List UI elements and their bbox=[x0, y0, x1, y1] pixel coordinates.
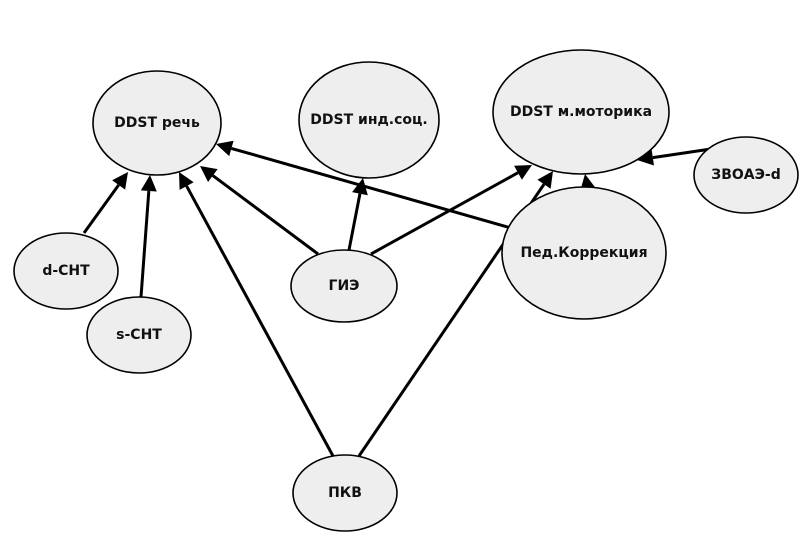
node-gie: ГИЭ bbox=[290, 249, 398, 323]
arrowhead-icon bbox=[514, 165, 532, 180]
node-ellipse bbox=[501, 186, 667, 320]
node-ellipse bbox=[492, 49, 670, 175]
arrowhead-icon bbox=[112, 172, 128, 190]
node-ellipse bbox=[290, 249, 398, 323]
node-label: ГИЭ bbox=[329, 278, 360, 294]
node-label: DDST речь bbox=[114, 115, 200, 131]
edge-gie-to-ddst_social bbox=[347, 178, 368, 251]
node-zvoae-d: ЗВОАЭ-d bbox=[693, 136, 799, 214]
edge-line bbox=[230, 146, 512, 230]
arrowhead-icon bbox=[200, 166, 218, 182]
node-label: ЗВОАЭ-d bbox=[711, 167, 780, 183]
node-ellipse bbox=[92, 70, 222, 176]
edge-line bbox=[370, 171, 519, 256]
node-ddst-social: DDST инд.соц. bbox=[298, 61, 440, 179]
edge-s_cht-to-ddst_speech bbox=[139, 175, 157, 298]
node-label: ПКВ bbox=[328, 485, 362, 501]
node-ellipse bbox=[693, 136, 799, 214]
node-ellipse bbox=[298, 61, 440, 179]
edge-zvoae_d-to-ddst_motor bbox=[637, 147, 712, 166]
node-ellipse bbox=[13, 232, 119, 310]
edge-line bbox=[211, 174, 319, 256]
nodes-layer: DDST речь DDST инд.соц. DDST м.моторикаЗВО… bbox=[13, 49, 799, 532]
node-ped-correction: Пед.Коррекция bbox=[501, 186, 667, 320]
edge-line bbox=[347, 193, 362, 251]
node-label: DDST м.моторика bbox=[510, 104, 652, 120]
arrowhead-icon bbox=[352, 178, 368, 196]
node-ddst-motor: DDST м.моторика bbox=[492, 49, 670, 175]
arrowhead-icon bbox=[637, 149, 655, 166]
node-d-cht: d-CHT bbox=[13, 232, 119, 310]
node-ellipse bbox=[86, 296, 192, 374]
edge-d_cht-to-ddst_speech bbox=[82, 172, 128, 234]
arrowhead-icon bbox=[140, 175, 157, 192]
arrowhead-icon bbox=[216, 140, 234, 157]
edge-pkv-to-ddst_speech bbox=[179, 172, 335, 457]
node-s-cht: s-CHT bbox=[86, 296, 192, 374]
node-label: DDST инд.соц. bbox=[310, 112, 427, 128]
node-label: Пед.Коррекция bbox=[520, 245, 647, 261]
node-label: s-CHT bbox=[116, 327, 162, 343]
node-label: d-CHT bbox=[42, 263, 90, 279]
node-pkv: ПКВ bbox=[292, 454, 398, 532]
edge-gie-to-ddst_speech bbox=[200, 166, 319, 256]
edge-gie-to-ddst_motor bbox=[370, 165, 532, 256]
edge-line bbox=[139, 190, 151, 298]
edge-line bbox=[82, 184, 120, 234]
edge-line bbox=[185, 185, 335, 457]
node-ellipse bbox=[292, 454, 398, 532]
edge-ped_correction-to-ddst_speech bbox=[216, 140, 512, 230]
edges-layer bbox=[82, 140, 712, 457]
arrowhead-icon bbox=[537, 171, 553, 189]
edge-line bbox=[652, 147, 712, 160]
arrowhead-icon bbox=[179, 172, 194, 190]
node-ddst-speech: DDST речь bbox=[92, 70, 222, 176]
